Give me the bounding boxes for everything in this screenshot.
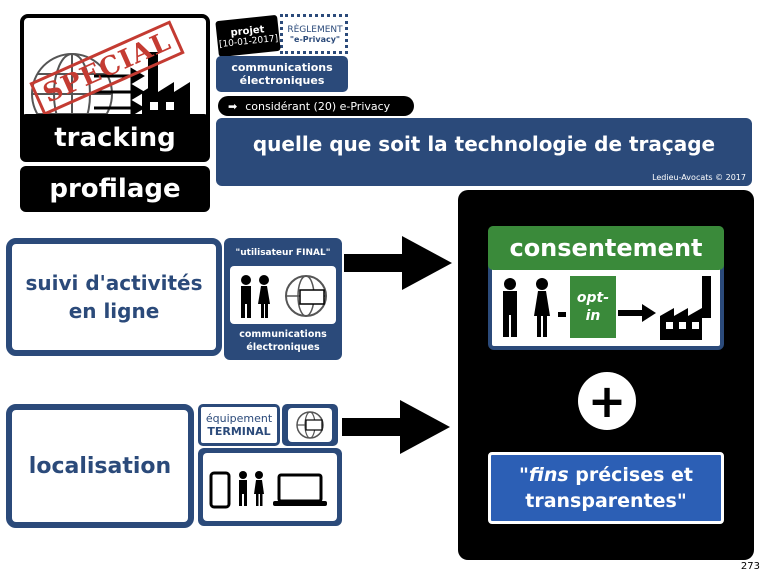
- consent-block: consentement opt-in: [488, 226, 724, 350]
- fins-rest: précises et: [575, 464, 694, 486]
- reglement-badge-text: RÈGLEMENT "e-Privacy": [280, 14, 350, 54]
- localisation-label: localisation: [28, 453, 172, 479]
- consentement-header: consentement: [488, 226, 724, 270]
- utilisateur-final-label: "utilisateur FINAL": [235, 248, 331, 258]
- banner-title: quelle que soit la technologie de traçag…: [252, 132, 716, 156]
- comm-electroniques-box: communications électroniques: [216, 56, 348, 92]
- users-globe-panel: [230, 266, 336, 324]
- people-optin-factory-icon: [503, 276, 711, 340]
- tracking-label: tracking: [20, 114, 210, 162]
- equipement-label: équipement: [205, 412, 273, 425]
- reglement-badge: [280, 14, 348, 54]
- equipement-terminal-box: équipement TERMINAL: [198, 404, 280, 446]
- suivi-activites-box: suivi d'activités en ligne: [6, 238, 222, 356]
- globe-icon: [288, 408, 332, 442]
- projet-badge: projet [10-01-2017]: [215, 14, 281, 58]
- considerant-pill: ➡ considérant (20) e-Privacy: [218, 96, 414, 116]
- reglement-label: RÈGLEMENT: [287, 24, 343, 35]
- fins-box: "fins précises et transparentes": [488, 452, 724, 524]
- comm-electroniques-label: communications électroniques: [231, 61, 333, 87]
- optin-box: opt-in: [570, 276, 616, 338]
- localisation-box: localisation: [6, 404, 194, 528]
- plus-label: +: [587, 374, 627, 428]
- globe-small-box: [282, 404, 338, 446]
- people-globe-icon: [241, 275, 327, 318]
- technology-banner: quelle que soit la technologie de traçag…: [216, 118, 752, 186]
- devices-people-icon: [203, 453, 337, 521]
- arrow-row1-icon: [344, 236, 452, 290]
- fins-italic: "fins: [518, 464, 569, 486]
- eprivacy-label: "e-Privacy": [289, 34, 341, 44]
- projet-date: [10-01-2017]: [218, 33, 279, 50]
- optin-label: opt-in: [576, 290, 610, 324]
- comm-row1-label: communications électroniques: [239, 329, 327, 353]
- devices-box: [198, 448, 342, 526]
- considerant-label: considérant (20) e-Privacy: [245, 99, 391, 113]
- page-number: 273: [740, 561, 760, 572]
- terminal-label: TERMINAL: [207, 425, 271, 438]
- fins-line1: "fins précises et: [519, 462, 693, 488]
- plus-icon: +: [578, 372, 636, 430]
- fins-line2: transparentes": [525, 490, 687, 512]
- profilage-label: profilage: [20, 166, 210, 212]
- suivi-activites-label: suivi d'activités en ligne: [25, 271, 203, 323]
- arrow-row2-icon: [342, 400, 450, 454]
- copyright-label: Ledieu-Avocats © 2017: [652, 173, 746, 182]
- arrow-right-icon: ➡: [228, 99, 238, 113]
